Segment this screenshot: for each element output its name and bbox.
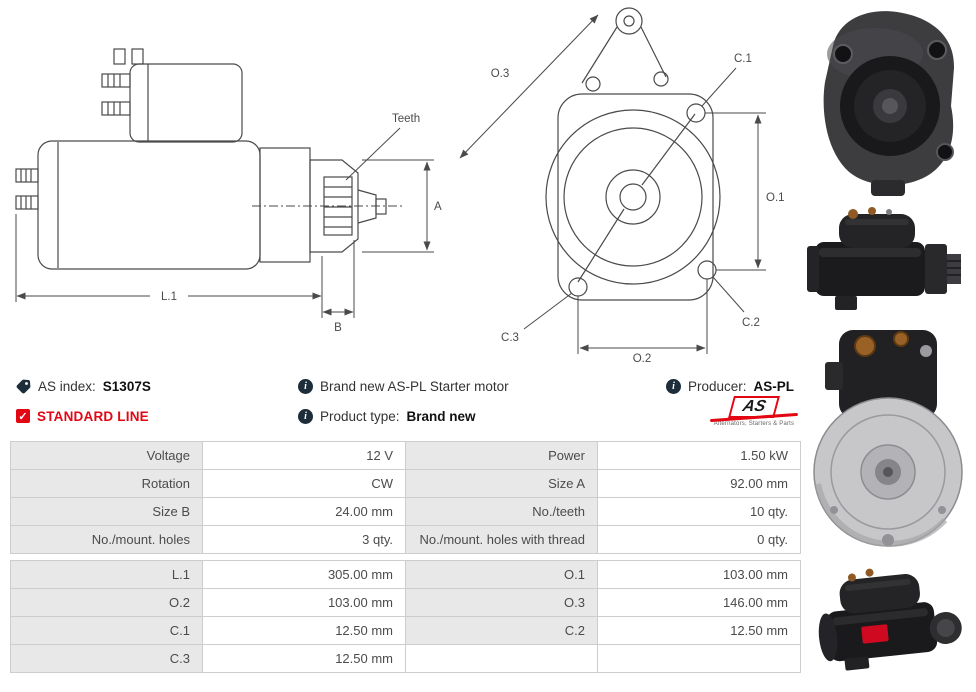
as-logo-text: AS	[740, 398, 768, 415]
front-dimension-lines	[459, 14, 766, 354]
spec-value-cell: 24.00 mm	[202, 497, 406, 526]
producer-value: AS-PL	[753, 378, 795, 394]
product-type-value: Brand new	[406, 408, 476, 424]
table-row: Rotation CW Size A 92.00 mm	[10, 469, 801, 498]
spec-value-cell: 12 V	[202, 441, 406, 470]
tag-icon	[16, 379, 31, 394]
label-dim-c3: C.3	[501, 332, 519, 344]
as-index-label: AS index:	[38, 378, 96, 394]
spec-table-bottom: L.1 305.00 mm O.1 103.00 mm O.2 103.00 m…	[10, 560, 801, 673]
product-type-row: i Product type: Brand new	[298, 407, 476, 425]
producer-row: i Producer: AS-PL	[666, 377, 794, 395]
label-dim-o2: O.2	[633, 353, 652, 365]
label-dim-c1: C.1	[734, 53, 752, 65]
spec-value-cell: 103.00 mm	[202, 588, 406, 617]
table-row: L.1 305.00 mm O.1 103.00 mm	[10, 560, 801, 589]
spec-value-cell: 12.50 mm	[202, 644, 406, 673]
spec-label-cell: O.2	[10, 588, 203, 617]
as-pl-logo: AS Alternators, Starters & Parts	[704, 396, 804, 427]
table-row: Voltage 12 V Power 1.50 kW	[10, 441, 801, 470]
product-photos-column	[802, 2, 974, 684]
spec-label-cell: Voltage	[10, 441, 203, 470]
spec-label-cell: No./mount. holes	[10, 525, 203, 554]
producer-label: Producer:	[688, 378, 747, 394]
spec-value-cell: 10 qty.	[597, 497, 801, 526]
spec-empty-cell	[405, 644, 598, 673]
spec-label-cell: C.1	[10, 616, 203, 645]
spec-label-cell: O.1	[405, 560, 598, 589]
spec-label-cell: No./teeth	[405, 497, 598, 526]
as-logo-tagline: Alternators, Starters & Parts	[713, 421, 795, 427]
as-index-value: S1307S	[102, 378, 151, 394]
product-photo-front-flange	[823, 11, 955, 196]
spec-value-cell: 12.50 mm	[597, 616, 801, 645]
brand-new-text: Brand new AS-PL Starter motor	[320, 378, 509, 394]
spec-label-cell: Size B	[10, 497, 203, 526]
table-row: Size B 24.00 mm No./teeth 10 qty.	[10, 497, 801, 526]
info-icon: i	[298, 378, 313, 394]
spec-value-cell: 92.00 mm	[597, 469, 801, 498]
table-row: O.2 103.00 mm O.3 146.00 mm	[10, 588, 801, 617]
label-dim-a: A	[434, 201, 442, 213]
starter-side-outline	[15, 48, 387, 270]
spec-tables: Voltage 12 V Power 1.50 kW Rotation CW S…	[10, 441, 801, 679]
spec-value-cell: 0 qty.	[597, 525, 801, 554]
starter-front-outline	[545, 7, 721, 301]
info-icon: i	[666, 378, 681, 394]
side-view-diagram: Teeth A L.1 B	[15, 48, 442, 334]
spec-label-cell: C.2	[405, 616, 598, 645]
product-photo-top	[813, 330, 963, 547]
spec-value-cell: 103.00 mm	[597, 560, 801, 589]
spec-value-cell: 305.00 mm	[202, 560, 406, 589]
label-dim-b: B	[334, 322, 342, 334]
brand-new-row: i Brand new AS-PL Starter motor	[298, 377, 509, 395]
spec-value-cell: 146.00 mm	[597, 588, 801, 617]
table-row: C.3 12.50 mm	[10, 644, 801, 673]
product-info: AS index: S1307S i Brand new AS-PL Start…	[10, 372, 798, 438]
spec-value-cell: 1.50 kW	[597, 441, 801, 470]
spec-value-cell: CW	[202, 469, 406, 498]
standard-line-row: ✓ STANDARD LINE	[16, 407, 149, 425]
spec-empty-cell	[597, 644, 801, 673]
label-teeth: Teeth	[392, 113, 420, 125]
spec-label-cell: O.3	[405, 588, 598, 617]
spec-label-cell: C.3	[10, 644, 203, 673]
label-dim-o3: O.3	[491, 68, 510, 80]
label-dim-l1: L.1	[161, 291, 177, 303]
spec-label-cell: Size A	[405, 469, 598, 498]
spec-label-cell: Rotation	[10, 469, 203, 498]
spec-label-cell: Power	[405, 441, 598, 470]
side-dimension-lines	[15, 127, 434, 318]
as-index-row: AS index: S1307S	[16, 377, 151, 395]
table-row: No./mount. holes 3 qty. No./mount. holes…	[10, 525, 801, 554]
spec-label-cell: L.1	[10, 560, 203, 589]
spec-label-cell: No./mount. holes with thread	[405, 525, 598, 554]
front-view-diagram: C.1 O.1 C.2 C.3 O.2 O.3	[459, 7, 785, 365]
spec-value-cell: 3 qty.	[202, 525, 406, 554]
standard-line-text: STANDARD LINE	[37, 408, 149, 424]
product-photo-angled	[818, 568, 962, 671]
info-icon: i	[298, 408, 313, 424]
table-row: C.1 12.50 mm C.2 12.50 mm	[10, 616, 801, 645]
product-photo-side	[807, 207, 961, 310]
label-dim-o1: O.1	[766, 192, 785, 204]
spec-value-cell: 12.50 mm	[202, 616, 406, 645]
label-dim-c2: C.2	[742, 317, 760, 329]
spec-table-top: Voltage 12 V Power 1.50 kW Rotation CW S…	[10, 441, 801, 554]
checkbox-icon: ✓	[16, 409, 30, 423]
product-type-label: Product type:	[320, 408, 400, 424]
